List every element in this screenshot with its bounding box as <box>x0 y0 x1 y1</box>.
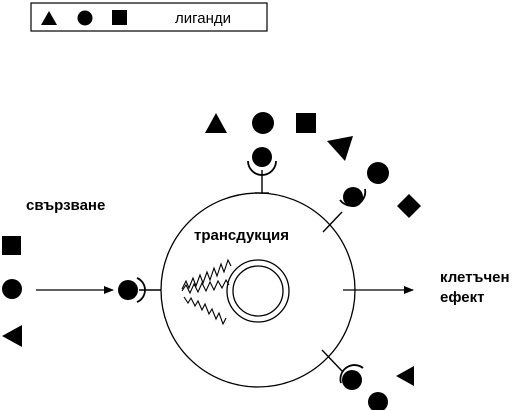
bound-circle-icon <box>118 280 138 300</box>
nucleus-inner <box>232 265 284 317</box>
receptor-upper-right <box>322 187 367 233</box>
triangle-icon <box>205 113 227 133</box>
square-icon <box>2 236 21 255</box>
bound-circle-icon <box>342 370 362 390</box>
circle-icon <box>368 392 388 410</box>
receptor-left <box>118 277 161 303</box>
circle-icon <box>252 112 274 134</box>
legend-square-icon <box>112 10 127 25</box>
legend-box <box>30 2 268 32</box>
triangle-icon <box>327 136 353 161</box>
legend-label: лиганди <box>175 10 231 27</box>
bound-circle-icon <box>252 147 272 167</box>
bound-circle-icon <box>343 187 363 207</box>
top-ligands <box>205 112 421 218</box>
cell <box>160 192 356 388</box>
signal-wave-upper <box>181 258 232 290</box>
effect-label-line2: ефект <box>440 289 484 306</box>
transduction-label: трансдукция <box>194 227 289 244</box>
circle-icon <box>367 162 389 184</box>
diamond-icon <box>397 194 421 218</box>
receptor-lower-right <box>321 349 414 410</box>
circle-icon <box>2 279 22 299</box>
signal-wave-middle <box>181 278 230 295</box>
left-ligands <box>2 236 22 347</box>
legend-circle-icon <box>77 10 93 26</box>
effect-label-line1: клетъчен <box>440 269 510 286</box>
triangle-icon <box>2 325 22 347</box>
receptor-top <box>247 147 277 194</box>
legend-triangle-icon <box>41 11 57 25</box>
signal-waves <box>181 258 232 326</box>
binding-label: свързване <box>26 197 105 214</box>
signal-wave-lower <box>183 296 227 326</box>
square-icon <box>296 113 316 133</box>
nucleus-outer <box>226 259 290 323</box>
cell-membrane <box>160 192 356 388</box>
legend: лиганди <box>30 2 268 32</box>
triangle-icon <box>396 366 414 386</box>
